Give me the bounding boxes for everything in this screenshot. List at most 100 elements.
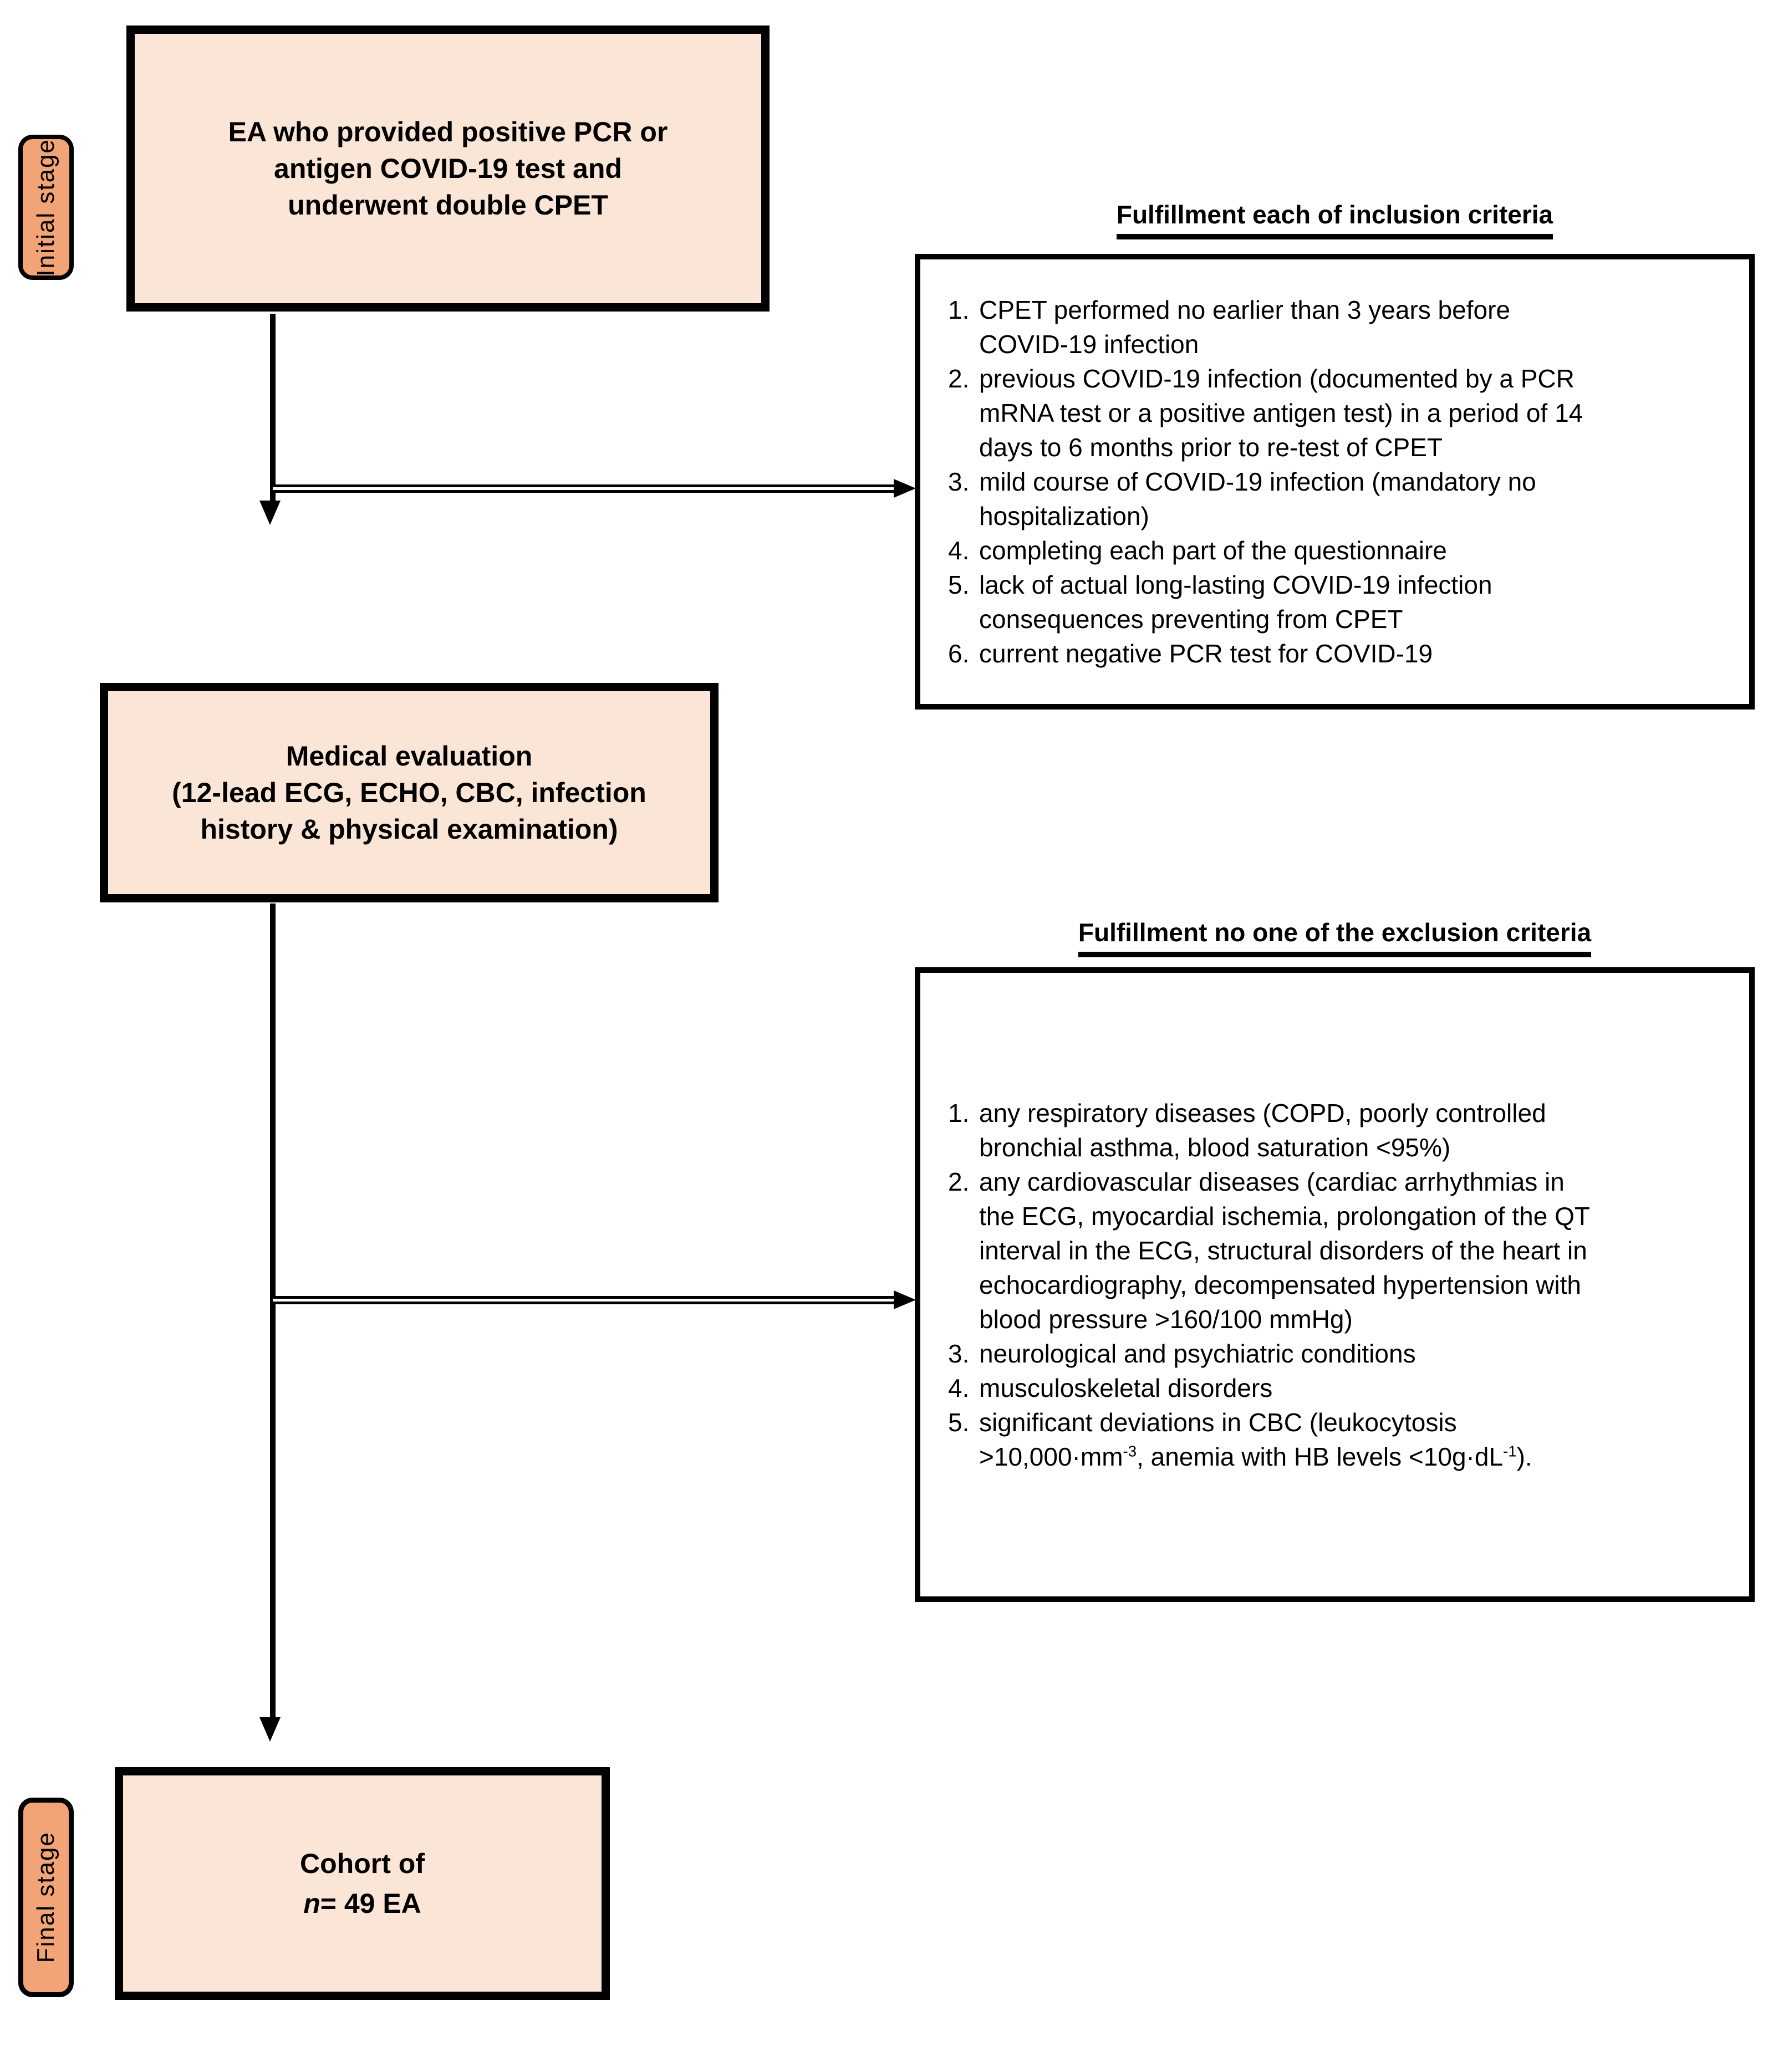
text-segment: mRNA test or a positive antigen test) in… [979, 399, 1583, 427]
text-segment: current negative PCR test for COVID-19 [979, 639, 1433, 668]
item-text: significant deviations in CBC (leukocyto… [979, 1405, 1590, 1474]
arrow-down-1-shaft [270, 314, 276, 502]
item-number: 3. [948, 1339, 970, 1368]
text-line: any cardiovascular diseases (cardiac arr… [979, 1165, 1590, 1199]
text-line: neurological and psychiatric conditions [979, 1336, 1590, 1371]
text-segment: interval in the ECG, structural disorder… [979, 1236, 1587, 1265]
text-segment: mild course of COVID-19 infection (manda… [979, 467, 1536, 496]
text-line: (12-lead ECG, ECHO, CBC, infection [172, 777, 646, 808]
text-segment: musculoskeletal disorders [979, 1373, 1273, 1402]
text-segment: ). [1516, 1442, 1532, 1471]
medical-evaluation-text: Medical evaluation (12-lead ECG, ECHO, CB… [108, 738, 710, 848]
branch-arrow-1-head [894, 479, 916, 498]
text-segment: , anemia with HB levels <10g·dL [1137, 1442, 1504, 1471]
text-segment: = 49 EA [320, 1888, 421, 1919]
text-segment: any cardiovascular diseases (cardiac arr… [979, 1167, 1565, 1196]
item-text: current negative PCR test for COVID-19 [979, 636, 1583, 671]
text-segment: neurological and psychiatric conditions [979, 1339, 1416, 1368]
text-line: echocardiography, decompensated hyperten… [979, 1268, 1590, 1302]
item-number: 2. [948, 1167, 970, 1196]
cohort-box-text: Cohort of n= 49 EA [123, 1844, 602, 1923]
item-text: musculoskeletal disorders [979, 1371, 1590, 1405]
text-line: underwent double CPET [288, 190, 608, 221]
start-box: EA who provided positive PCR or antigen C… [126, 25, 770, 312]
text-line: completing each part of the questionnair… [979, 533, 1583, 568]
text-segment: bronchial asthma, blood saturation <95%) [979, 1132, 1451, 1162]
criteria-item: 2. previous COVID-19 infection (documente… [948, 361, 1583, 465]
text-line: bronchial asthma, blood saturation <95%) [979, 1130, 1590, 1165]
text-line: interval in the ECG, structural disorder… [979, 1233, 1590, 1268]
item-number: 1. [948, 295, 970, 324]
text-line: significant deviations in CBC (leukocyto… [979, 1405, 1590, 1440]
text-segment: blood pressure >160/100 mmHg) [979, 1304, 1353, 1334]
text-line: CPET performed no earlier than 3 years b… [979, 293, 1583, 327]
exclusion-criteria-heading-text: Fulfillment no one of the exclusion crit… [1078, 917, 1592, 957]
item-number: 5. [948, 570, 970, 599]
criteria-item: 6. current negative PCR test for COVID-19 [948, 636, 1583, 671]
exclusion-criteria-box: 1. any respiratory diseases (COPD, poorly… [915, 967, 1755, 1602]
text-segment: -3 [1123, 1442, 1137, 1460]
stage-pill-final: Final stage [18, 1798, 74, 1997]
stage-pill-initial: Initial stage [18, 135, 74, 280]
text-line: COVID-19 infection [979, 327, 1583, 361]
criteria-item: 1. CPET performed no earlier than 3 years… [948, 293, 1583, 361]
inclusion-criteria-heading: Fulfillment each of inclusion criteria [915, 200, 1755, 239]
text-line: blood pressure >160/100 mmHg) [979, 1302, 1590, 1336]
criteria-item: 4. completing each part of the questionna… [948, 533, 1583, 568]
item-number: 1. [948, 1098, 970, 1127]
criteria-item: 4. musculoskeletal disorders [948, 1371, 1590, 1405]
text-line: days to 6 months prior to re-test of CPE… [979, 430, 1583, 465]
item-number: 6. [948, 639, 970, 668]
text-segment: echocardiography, decompensated hyperten… [979, 1270, 1581, 1299]
text-line: >10,000·mm-3, anemia with HB levels <10g… [979, 1440, 1590, 1474]
criteria-item: 3. mild course of COVID-19 infection (man… [948, 465, 1583, 533]
start-box-text: EA who provided positive PCR or antigen C… [135, 114, 761, 223]
text-segment: any respiratory diseases (COPD, poorly c… [979, 1098, 1546, 1127]
text-line: EA who provided positive PCR or [228, 116, 668, 147]
text-segment: days to 6 months prior to re-test of CPE… [979, 433, 1443, 462]
criteria-item: 2. any cardiovascular diseases (cardiac a… [948, 1165, 1590, 1336]
text-segment: Cohort of [300, 1848, 425, 1879]
item-text: completing each part of the questionnair… [979, 533, 1583, 568]
text-line: mRNA test or a positive antigen test) in… [979, 396, 1583, 430]
item-text: previous COVID-19 infection (documented … [979, 361, 1583, 465]
item-number: 2. [948, 364, 970, 393]
criteria-item: 5. significant deviations in CBC (leukocy… [948, 1405, 1590, 1474]
text-line: antigen COVID-19 test and [274, 153, 622, 184]
text-line: Medical evaluation [286, 741, 533, 772]
text-segment: the ECG, myocardial ischemia, prolongati… [979, 1201, 1590, 1231]
text-segment: previous COVID-19 infection (documented … [979, 364, 1575, 393]
text-segment: significant deviations in CBC (leukocyto… [979, 1407, 1457, 1437]
item-number: 3. [948, 467, 970, 496]
exclusion-criteria-list: 1. any respiratory diseases (COPD, poorly… [920, 1096, 1609, 1474]
text-line: hospitalization) [979, 499, 1583, 533]
inclusion-criteria-box: 1. CPET performed no earlier than 3 years… [915, 254, 1755, 710]
arrow-down-1-head [259, 501, 281, 525]
item-number: 4. [948, 536, 970, 565]
text-segment: completing each part of the questionnair… [979, 536, 1447, 565]
text-segment: n [303, 1888, 320, 1919]
text-segment: lack of actual long-lasting COVID-19 inf… [979, 570, 1492, 599]
medical-evaluation-box: Medical evaluation (12-lead ECG, ECHO, CB… [100, 683, 719, 902]
text-segment: consequences preventing from CPET [979, 605, 1403, 634]
text-line: Cohort of [123, 1844, 602, 1884]
stage-label-initial: Initial stage [32, 138, 59, 277]
item-number: 4. [948, 1373, 970, 1402]
text-line: any respiratory diseases (COPD, poorly c… [979, 1096, 1590, 1130]
text-line: current negative PCR test for COVID-19 [979, 636, 1583, 671]
text-segment: -1 [1503, 1442, 1517, 1460]
item-text: lack of actual long-lasting COVID-19 inf… [979, 568, 1583, 636]
text-line: consequences preventing from CPET [979, 602, 1583, 636]
inclusion-criteria-list: 1. CPET performed no earlier than 3 years… [920, 293, 1602, 671]
item-text: neurological and psychiatric conditions [979, 1336, 1590, 1371]
item-text: any respiratory diseases (COPD, poorly c… [979, 1096, 1590, 1165]
text-segment: >10,000·mm [979, 1442, 1123, 1471]
criteria-item: 5. lack of actual long-lasting COVID-19 i… [948, 568, 1583, 636]
branch-arrow-1-shaft [273, 484, 895, 493]
text-segment: COVID-19 infection [979, 330, 1199, 359]
cohort-box: Cohort of n= 49 EA [115, 1767, 610, 2000]
item-number: 5. [948, 1407, 970, 1437]
text-line: n= 49 EA [123, 1884, 602, 1923]
text-line: previous COVID-19 infection (documented … [979, 361, 1583, 396]
text-segment: hospitalization) [979, 502, 1149, 530]
